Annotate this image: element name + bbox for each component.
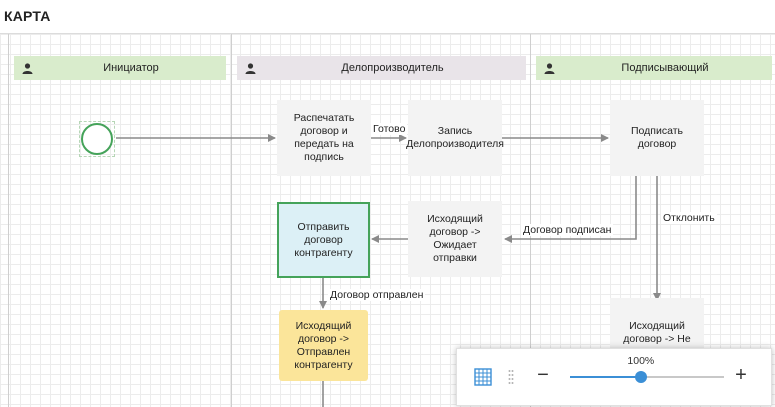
- user-icon: [544, 62, 558, 74]
- start-event-circle: [81, 123, 113, 155]
- lane-divider: [8, 34, 9, 407]
- task-clerk-record[interactable]: Запись Делопроизводителя: [406, 100, 504, 176]
- task-outgoing-waiting[interactable]: Исходящий договор -> Ожидает отправки: [408, 201, 502, 277]
- zoom-out-button[interactable]: −: [537, 364, 549, 386]
- task-sign-contract[interactable]: Подписать договор: [610, 100, 704, 176]
- zoom-slider-thumb[interactable]: [634, 371, 647, 383]
- lane-name: Делопроизводитель: [341, 62, 444, 74]
- task-print-contract[interactable]: Распечатать договор и передать на подпис…: [277, 100, 371, 176]
- lane-header-initiator[interactable]: Инициатор: [14, 56, 226, 80]
- edge-label-signed: Договор подписан: [521, 224, 614, 236]
- lane-header-signer[interactable]: Подписывающий: [536, 56, 772, 80]
- zoom-value-label: 100%: [627, 355, 655, 367]
- drag-handle-icon[interactable]: [508, 369, 514, 385]
- edge-label-reject: Отклонить: [661, 212, 717, 224]
- lane-divider: [530, 34, 531, 407]
- task-send-contract[interactable]: Отправить договор контрагенту: [277, 202, 370, 278]
- edge-label-ready: Готово: [371, 123, 408, 135]
- lane-divider: [231, 34, 232, 407]
- edge-label-sent: Договор отправлен: [328, 289, 426, 301]
- lane-name: Инициатор: [103, 62, 159, 74]
- zoom-slider-track[interactable]: [570, 376, 724, 378]
- zoom-panel: − 100% +: [456, 348, 772, 406]
- grid-toggle-icon[interactable]: [474, 368, 492, 386]
- zoom-in-button[interactable]: +: [735, 364, 747, 386]
- zoom-slider-fill: [570, 376, 641, 378]
- flow-connectors: [116, 134, 661, 407]
- map-title: КАРТА: [4, 8, 51, 24]
- lane-header-clerk[interactable]: Делопроизводитель: [237, 56, 526, 80]
- user-icon: [22, 62, 36, 74]
- task-outgoing-sent[interactable]: Исходящий договор -> Отправлен контраген…: [279, 310, 368, 381]
- user-icon: [245, 62, 259, 74]
- lane-name: Подписывающий: [621, 62, 709, 74]
- edge-sign-waiting: [504, 176, 637, 243]
- start-event[interactable]: [79, 121, 115, 157]
- process-canvas[interactable]: Инициатор Делопроизводитель Подписывающи…: [0, 33, 775, 407]
